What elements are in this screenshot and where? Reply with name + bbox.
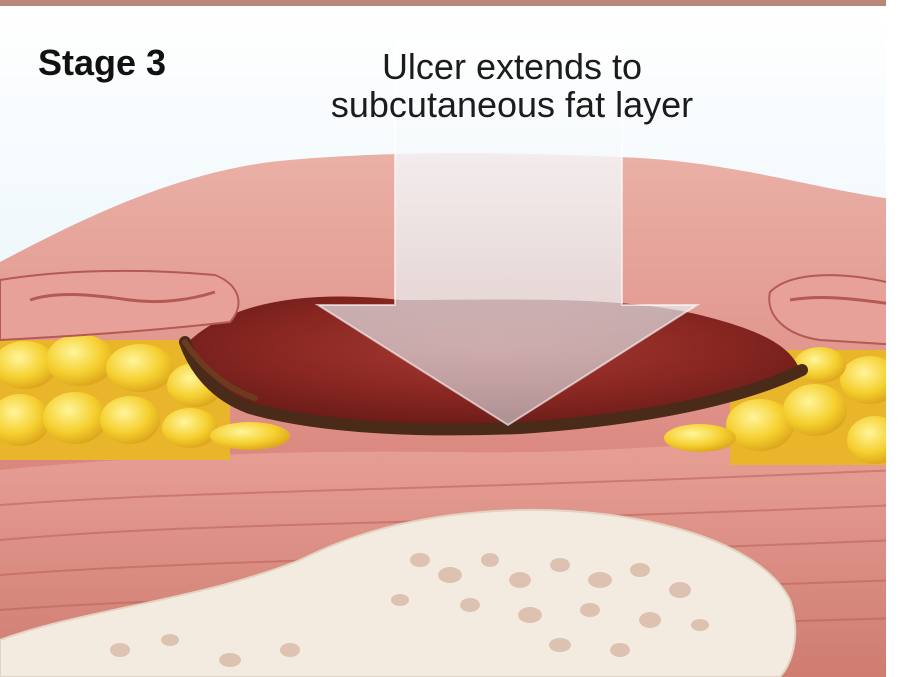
caption: Ulcer extends to subcutaneous fat layer: [232, 48, 792, 124]
caption-line-2: subcutaneous fat layer: [232, 86, 792, 124]
right-frame-edge: [886, 0, 899, 677]
top-border-strip: [0, 0, 899, 6]
caption-line-1: Ulcer extends to: [232, 48, 792, 86]
stage-label: Stage 3: [38, 42, 166, 84]
